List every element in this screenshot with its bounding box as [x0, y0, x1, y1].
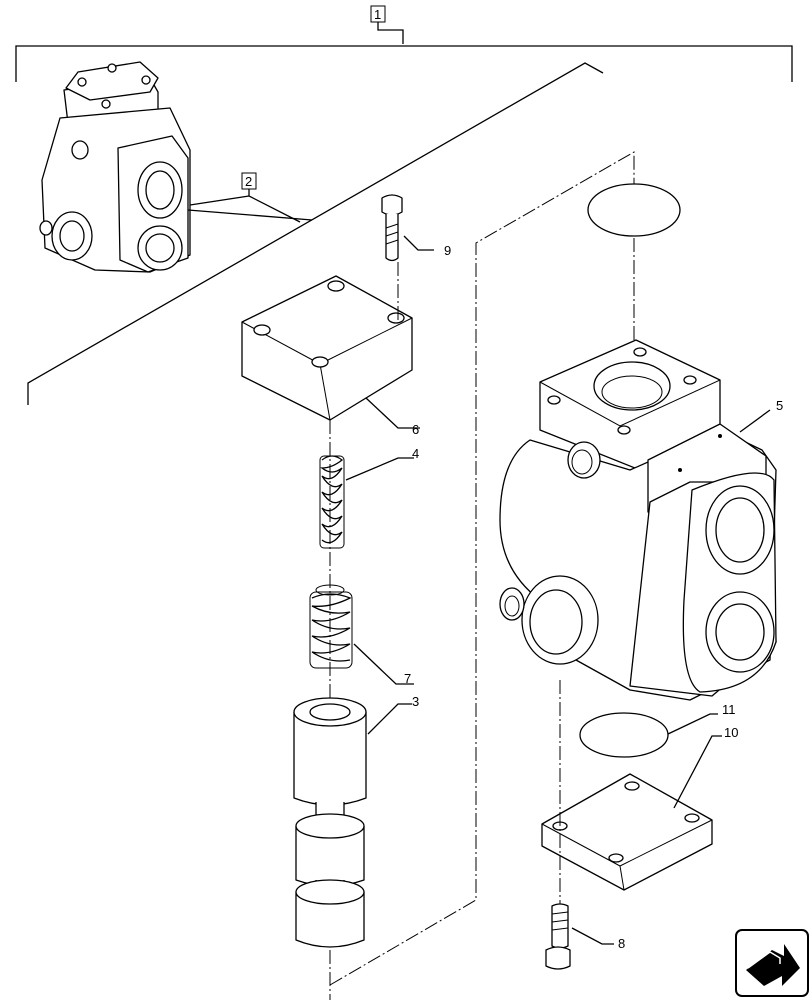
callout-8: 8: [571, 927, 625, 951]
callout-2: 2: [189, 172, 301, 223]
svg-text:8: 8: [618, 936, 625, 951]
svg-text:11: 11: [722, 702, 736, 717]
screw-9: [381, 194, 403, 262]
svg-text:3: 3: [412, 694, 419, 709]
svg-text:7: 7: [404, 671, 411, 686]
svg-text:6: 6: [412, 422, 419, 437]
callout-10: 10: [673, 725, 738, 809]
svg-text:2: 2: [245, 174, 252, 189]
callout-4: 4: [345, 446, 419, 481]
cutaway-line: [27, 62, 604, 405]
callout-3: 3: [367, 694, 419, 735]
spool-3: [293, 697, 367, 948]
callout-6: 6: [365, 397, 420, 437]
cover-block-6: [241, 275, 413, 421]
next-page-arrow-icon[interactable]: [735, 929, 809, 997]
svg-text:10: 10: [724, 725, 738, 740]
svg-text:4: 4: [412, 446, 419, 461]
svg-text:9: 9: [444, 243, 451, 258]
callout-9: 9: [403, 235, 451, 258]
svg-text:5: 5: [776, 398, 783, 413]
dash-bracket: [329, 151, 635, 986]
valve-body-5: [499, 339, 777, 701]
spring-7: [309, 584, 353, 669]
callout-11: 11: [667, 702, 736, 735]
cutaway-line-short: [187, 209, 313, 221]
o-ring-top: [587, 183, 681, 237]
callout-1: 1: [370, 5, 404, 44]
callout-5: 5: [739, 398, 783, 433]
cover-plate-10: [541, 773, 713, 891]
assembly-bracket: [15, 45, 793, 82]
svg-text:1: 1: [374, 7, 381, 22]
o-ring-11: [579, 712, 669, 758]
spring-4: [319, 455, 345, 549]
screw-8: [545, 903, 571, 970]
callout-7: 7: [353, 643, 414, 686]
assembly-thumbnail: [39, 61, 191, 273]
